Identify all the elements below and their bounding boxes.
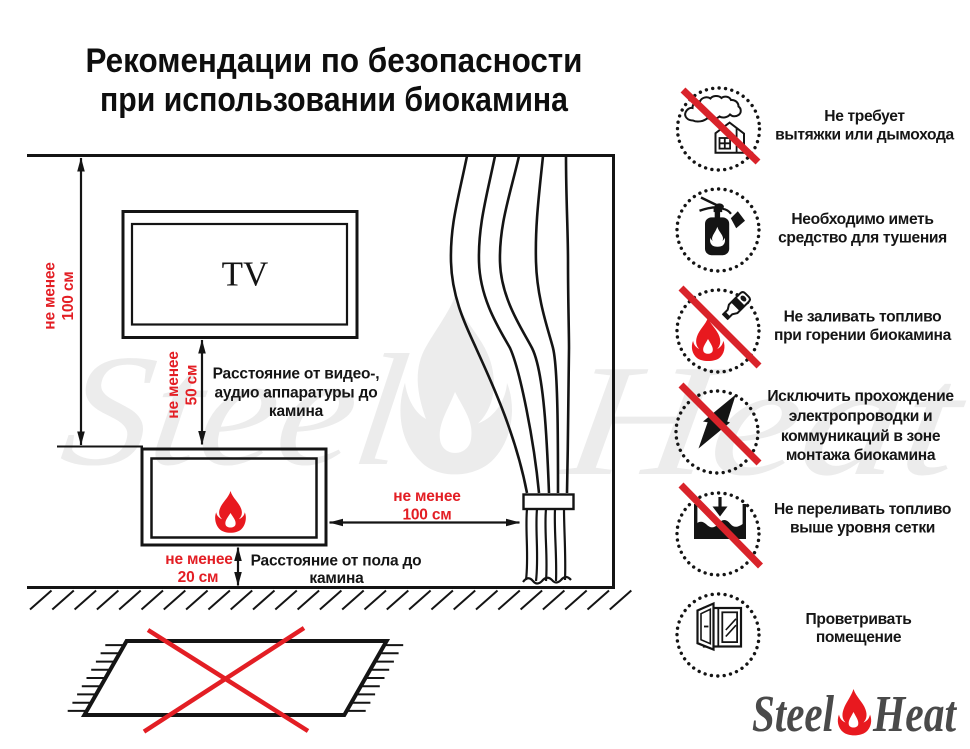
svg-text:Heat: Heat xyxy=(872,686,957,743)
svg-text:Проветривать: Проветривать xyxy=(806,611,912,628)
svg-text:не менее: не менее xyxy=(165,551,233,568)
svg-text:Расстояние от видео-,: Расстояние от видео-, xyxy=(213,366,380,383)
svg-text:помещение: помещение xyxy=(816,629,902,646)
svg-text:при использовании биокамина: при использовании биокамина xyxy=(100,81,569,119)
svg-text:не менее: не менее xyxy=(393,488,461,505)
svg-text:не менее: не менее xyxy=(42,262,59,330)
svg-text:100 см: 100 см xyxy=(60,271,77,320)
svg-text:Не заливать топливо: Не заливать топливо xyxy=(784,309,942,326)
svg-text:при горении биокамина: при горении биокамина xyxy=(774,327,952,344)
svg-text:100 см: 100 см xyxy=(402,507,451,524)
svg-text:камина: камина xyxy=(269,403,324,420)
svg-text:камина: камина xyxy=(309,570,364,587)
svg-text:Heat: Heat xyxy=(553,332,970,509)
svg-text:не менее: не менее xyxy=(165,351,182,419)
svg-text:средство для тушения: средство для тушения xyxy=(778,230,947,247)
svg-text:Рекомендации по безопасности: Рекомендации по безопасности xyxy=(86,42,583,80)
svg-text:электропроводки и: электропроводки и xyxy=(789,408,933,425)
svg-text:вытяжки или дымохода: вытяжки или дымохода xyxy=(775,127,954,144)
svg-text:коммуникаций в зоне: коммуникаций в зоне xyxy=(781,428,941,445)
svg-text:аудио аппаратуры до: аудио аппаратуры до xyxy=(215,385,378,402)
svg-text:монтажа биокамина: монтажа биокамина xyxy=(786,447,936,464)
svg-text:Steel: Steel xyxy=(53,322,418,499)
svg-text:Исключить прохождение: Исключить прохождение xyxy=(767,388,954,405)
svg-text:Расстояние от пола до: Расстояние от пола до xyxy=(251,553,422,570)
svg-text:Не переливать топливо: Не переливать топливо xyxy=(774,501,951,518)
svg-text:выше уровня сетки: выше уровня сетки xyxy=(790,520,935,537)
svg-text:20 см: 20 см xyxy=(178,569,219,586)
svg-text:Не требует: Не требует xyxy=(824,108,905,125)
svg-text:Необходимо иметь: Необходимо иметь xyxy=(791,211,933,228)
svg-text:TV: TV xyxy=(222,255,269,294)
svg-text:Steel: Steel xyxy=(752,686,834,743)
svg-text:50 см: 50 см xyxy=(184,365,201,406)
